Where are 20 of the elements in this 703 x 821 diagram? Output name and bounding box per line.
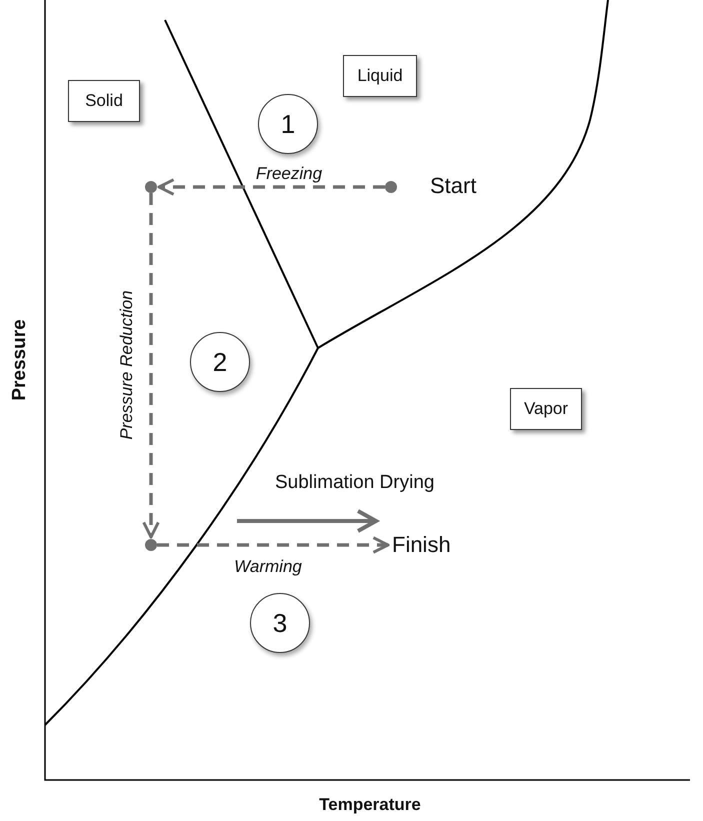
point-label: Start [430, 173, 476, 199]
step-number-circle: 1 [258, 94, 318, 154]
point-dot [385, 181, 397, 193]
point-dot [145, 181, 157, 193]
point-dot [145, 539, 157, 551]
phase-label-box: Vapor [510, 388, 582, 430]
dashed-arrow [142, 193, 160, 538]
dashed-arrow [158, 178, 385, 196]
step-number-circle: 3 [250, 593, 310, 653]
phase-label-box: Liquid [343, 55, 417, 97]
phase-label-box: Solid [68, 80, 140, 122]
edge-label: Pressure Reduction [117, 290, 137, 440]
axis-title: Pressure [9, 319, 31, 401]
edge-label: Warming [234, 557, 302, 577]
process-label: Sublimation Drying [275, 472, 434, 494]
endpoint-label: Finish [392, 530, 482, 560]
edge-label: Freezing [256, 164, 322, 184]
step-number-circle: 2 [190, 332, 250, 392]
axis-title: Temperature [319, 795, 421, 815]
dashed-arrow [157, 536, 390, 554]
